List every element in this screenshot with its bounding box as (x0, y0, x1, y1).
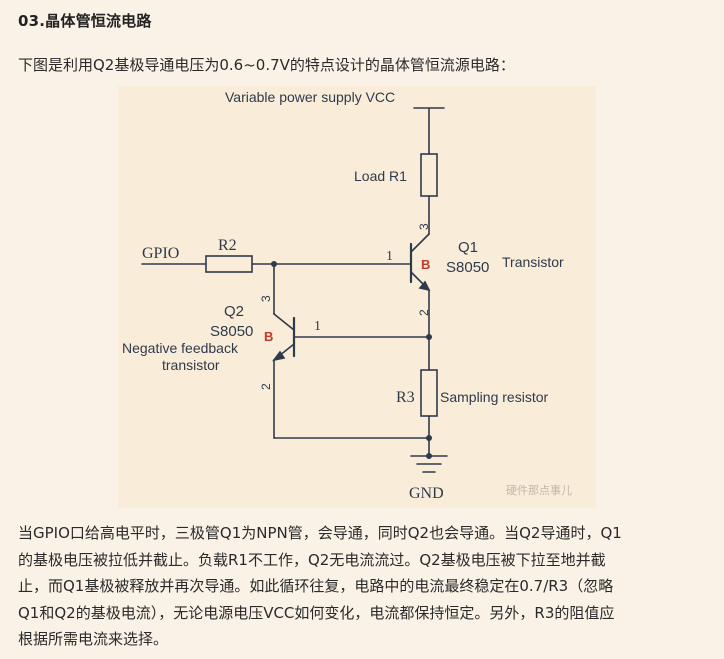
circuit-svg: Variable power supply VCC Load R1 GPIO R… (122, 89, 564, 502)
r3-resistor (420, 369, 438, 417)
watermark-text: 硬件那点事儿 (506, 484, 572, 497)
vcc-label: Variable power supply VCC (225, 89, 395, 105)
q2-name: Q2 (224, 303, 244, 320)
load-r1-label: Load R1 (354, 168, 407, 184)
r1-resistor (420, 153, 438, 197)
q2-part: S8050 (210, 323, 253, 340)
q2-collector-leg (273, 313, 295, 331)
paragraph-line: 止，而Q1基极被释放并再次导通。如此循环往复，电路中的电流最终稳定在0.7/R3… (18, 577, 614, 595)
gpio-label: GPIO (142, 245, 179, 262)
paragraph-line: Q1和Q2的基极电流），无论电源电压VCC如何变化，电流都保持恒定。另外，R3的… (18, 603, 615, 622)
junction-dot (426, 435, 432, 441)
gnd-label: GND (409, 485, 444, 502)
q2-pin-1: 1 (314, 319, 321, 334)
paragraph-line: 当GPIO口给高电平时，三极管Q1为NPN管，会导通，同时Q2也会导通。当Q2导… (18, 524, 622, 542)
q2-emitter-arrow (272, 350, 286, 362)
r3-label: R3 (396, 389, 415, 406)
q1-base-marker: B (421, 257, 430, 272)
q1-pin-3: 3 (417, 223, 431, 230)
q1-part: S8050 (446, 259, 489, 276)
q1-emitter-arrow (418, 280, 431, 292)
paragraph-line: 的基极电压被拉低并截止。负载R1不工作，Q2无电流流过。Q2基极电压被下拉至地并… (18, 550, 606, 569)
q1-pin-2: 2 (417, 309, 431, 316)
q1-collector-leg (410, 233, 430, 253)
paragraph-line: 根据所需电流来选择。 (18, 630, 169, 648)
r3-desc: Sampling resistor (440, 389, 548, 405)
q2-desc-line1: Negative feedback (122, 340, 239, 356)
r2-resistor (205, 255, 253, 273)
q2-pin-2: 2 (259, 383, 273, 390)
q1-name: Q1 (458, 239, 478, 256)
circuit-diagram: Variable power supply VCC Load R1 GPIO R… (118, 86, 596, 508)
junction-dot (426, 453, 432, 459)
q1-pin-1: 1 (386, 249, 393, 264)
junction-dot (271, 261, 277, 267)
section-heading: 03.晶体管恒流电路 (18, 12, 152, 30)
junction-dot (426, 334, 432, 340)
intro-text: 下图是利用Q2基极导通电压为0.6~0.7V的特点设计的晶体管恒流源电路： (18, 56, 515, 74)
q1-desc: Transistor (502, 254, 564, 270)
q2-desc-line2: transistor (162, 357, 220, 373)
q2-pin-3: 3 (259, 295, 273, 302)
q2-base-marker: B (264, 329, 273, 344)
explanation-paragraph: 当GPIO口给高电平时，三极管Q1为NPN管，会导通，同时Q2也会导通。当Q2导… (18, 520, 708, 653)
r2-label: R2 (218, 237, 237, 254)
